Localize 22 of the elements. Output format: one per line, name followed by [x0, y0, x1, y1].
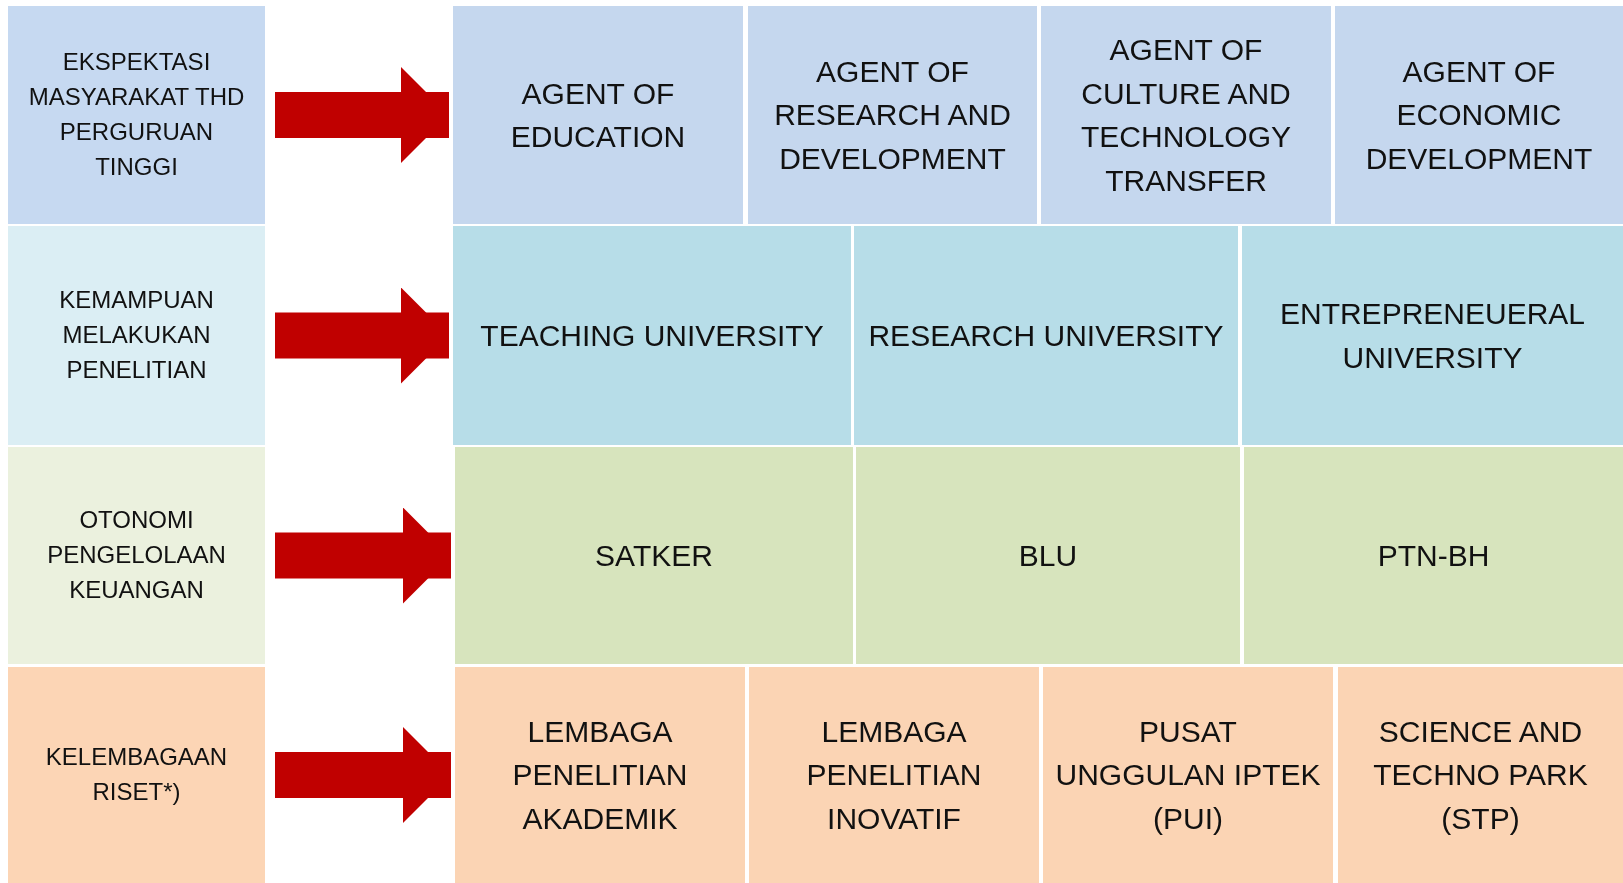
item-box: AGENT OF RESEARCH AND DEVELOPMENT [748, 6, 1037, 224]
item-box: SCIENCE AND TECHNO PARK (STP) [1338, 667, 1623, 883]
item-box: ENTREPRENEUERAL UNIVERSITY [1242, 226, 1623, 445]
item-box: TEACHING UNIVERSITY [453, 226, 851, 445]
item-box: BLU [856, 447, 1240, 664]
item-box: AGENT OF EDUCATION [453, 6, 743, 224]
item-box: RESEARCH UNIVERSITY [854, 226, 1238, 445]
item-box: LEMBAGA PENELITIAN AKADEMIK [455, 667, 745, 883]
category-box: KELEMBAGAAN RISET*) [8, 667, 265, 883]
block-arrow [275, 67, 449, 163]
item-box: PUSAT UNGGULAN IPTEK (PUI) [1043, 667, 1333, 883]
item-box: AGENT OF ECONOMIC DEVELOPMENT [1335, 6, 1623, 224]
item-box: LEMBAGA PENELITIAN INOVATIF [749, 667, 1039, 883]
block-arrow [275, 287, 449, 384]
category-box: EKSPEKTASI MASYARAKAT THD PERGURUAN TINGGI [8, 6, 265, 224]
block-arrow [275, 727, 451, 823]
category-box: KEMAMPUAN MELAKUKAN PENELITIAN [8, 226, 265, 445]
block-arrow [275, 507, 451, 604]
item-box: SATKER [455, 447, 853, 664]
category-box: OTONOMI PENGELOLAAN KEUANGAN [8, 447, 265, 664]
item-box: PTN-BH [1244, 447, 1623, 664]
item-box: AGENT OF CULTURE AND TECHNOLOGY TRANSFER [1041, 6, 1331, 224]
